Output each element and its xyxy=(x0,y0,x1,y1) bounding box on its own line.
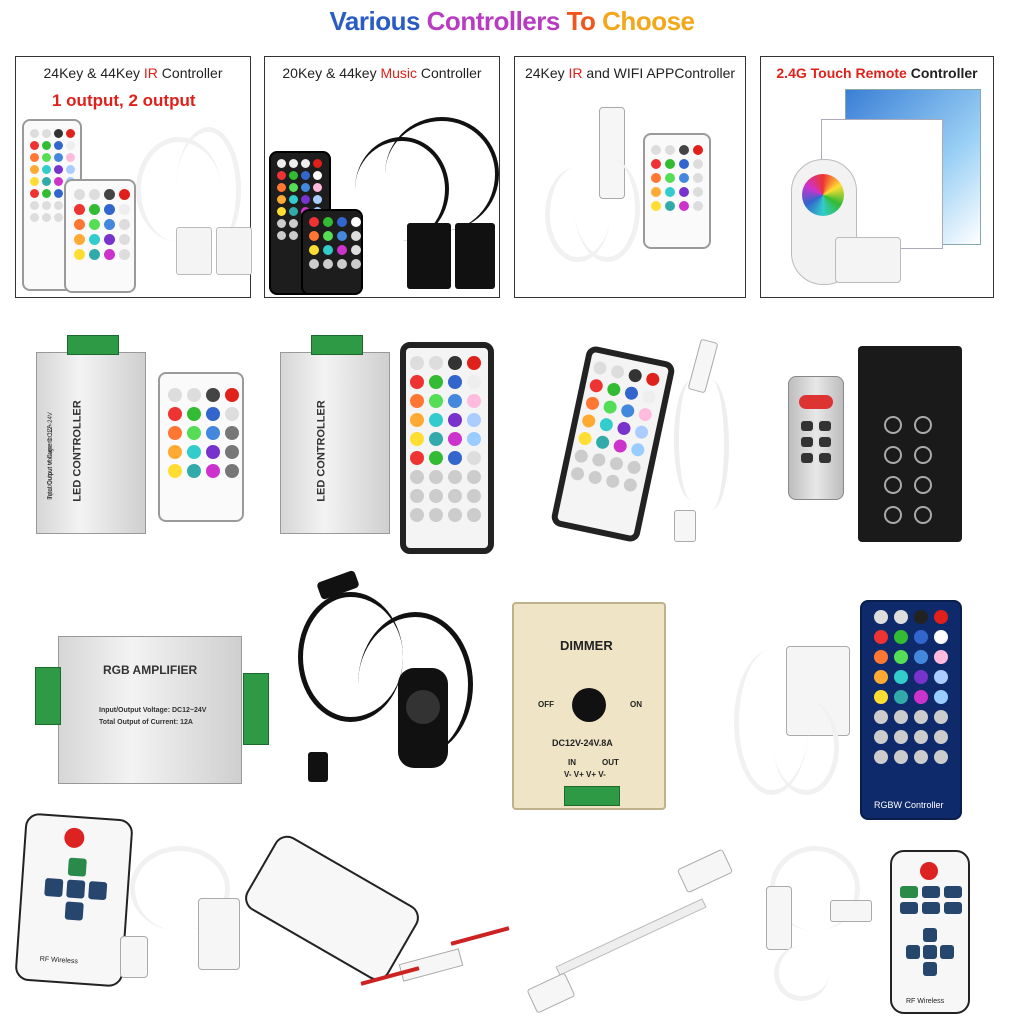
rf-white-mini-controller xyxy=(760,846,880,1006)
led-controller-spec: Total Output of Current: 12A xyxy=(47,424,54,500)
led-controller-label: LED CONTROLLER xyxy=(71,400,84,502)
title-word: Various xyxy=(329,6,420,36)
black-cable xyxy=(355,117,499,241)
rgbw-label: RGBW Controller xyxy=(874,800,944,810)
title-word: Choose xyxy=(602,6,695,36)
remote-20key-black xyxy=(301,209,363,295)
panel-heading: 24Key IR and WIFI APPController xyxy=(524,65,736,81)
button-grid xyxy=(74,189,130,260)
panel-music-controller: 20Key & 44key Music Controller xyxy=(264,56,500,298)
panel-touch-remote: 2.4G Touch Remote Controller xyxy=(760,56,994,298)
knob-dimmer: DIMMER OFF ON DC12V-24V.8A IN OUT V- V+ … xyxy=(512,602,666,810)
dimmer-title: DIMMER xyxy=(560,638,613,653)
amplifier-title: RGB AMPLIFIER xyxy=(103,663,198,677)
remote-24key xyxy=(64,179,136,293)
rf-wireless-label: RF Wireless xyxy=(39,955,79,966)
ir-controller-white xyxy=(724,630,864,795)
remote-24key xyxy=(643,133,711,249)
led-controller-label: LED CONTROLLER xyxy=(315,400,328,502)
title-word: Controllers xyxy=(426,6,561,36)
music-controller-box xyxy=(455,223,495,289)
title-word: To xyxy=(566,6,596,36)
remote-rgbw-40key: RGBW Controller xyxy=(860,600,962,820)
remote-44key xyxy=(400,342,494,554)
white-cable xyxy=(535,127,640,267)
rf-controller-box xyxy=(858,346,962,542)
output-options: 1 output, 2 output xyxy=(52,91,196,110)
white-y-cable xyxy=(670,338,730,550)
remote-24key xyxy=(158,372,244,522)
amplifier-spec: Total Output of Current: 12A xyxy=(99,719,193,726)
dimmer-on-label: ON xyxy=(630,700,642,709)
dimmer-off-label: OFF xyxy=(538,700,554,709)
panel-ir-controller: 24Key & 44Key IR Controller 1 output, 2 … xyxy=(15,56,252,298)
panel-heading: 20Key & 44key Music Controller xyxy=(282,65,482,81)
panel-wifi-controller: 24Key IR and WIFI APPController xyxy=(514,56,746,298)
dimmer-in-label: IN xyxy=(568,758,576,767)
rf-wireless-label: RF Wireless xyxy=(906,998,945,1005)
rf-mini-controller xyxy=(110,846,250,986)
dimmer-spec: DC12V-24V.8A xyxy=(552,738,613,748)
remote-44key-tilted xyxy=(549,344,677,544)
rf-inline-controller xyxy=(360,920,510,1000)
rgb-amplifier: RGB AMPLIFIER Input/Output Voltage: DC12… xyxy=(35,636,269,784)
dimmer-out-label: OUT xyxy=(602,758,619,767)
led-controller-44key: LED CONTROLLER xyxy=(280,335,390,534)
led-controller-24key: LED CONTROLLER Input/Output Voltage: DC1… xyxy=(36,335,146,534)
color-wheel xyxy=(802,174,844,216)
rf-remote-8key xyxy=(788,376,844,500)
panel-heading: 2.4G Touch Remote Controller xyxy=(776,65,978,81)
dimmer-knob xyxy=(572,688,606,722)
dimmer-terminals: V- V+ V+ V- xyxy=(564,770,606,779)
rf-mini-remote-12key: RF Wireless xyxy=(890,850,970,1014)
led-amplifier-mini xyxy=(526,848,750,1016)
y-splitter-cable xyxy=(126,117,252,287)
amplifier-spec: Input/Output Voltage: DC12~24V xyxy=(99,707,207,714)
page-title: Various Controllers To Choose xyxy=(0,6,1024,37)
receiver-box xyxy=(835,237,901,283)
panel-heading: 24Key & 44Key IR Controller xyxy=(43,65,223,81)
inline-dimmer-cable xyxy=(298,569,478,802)
